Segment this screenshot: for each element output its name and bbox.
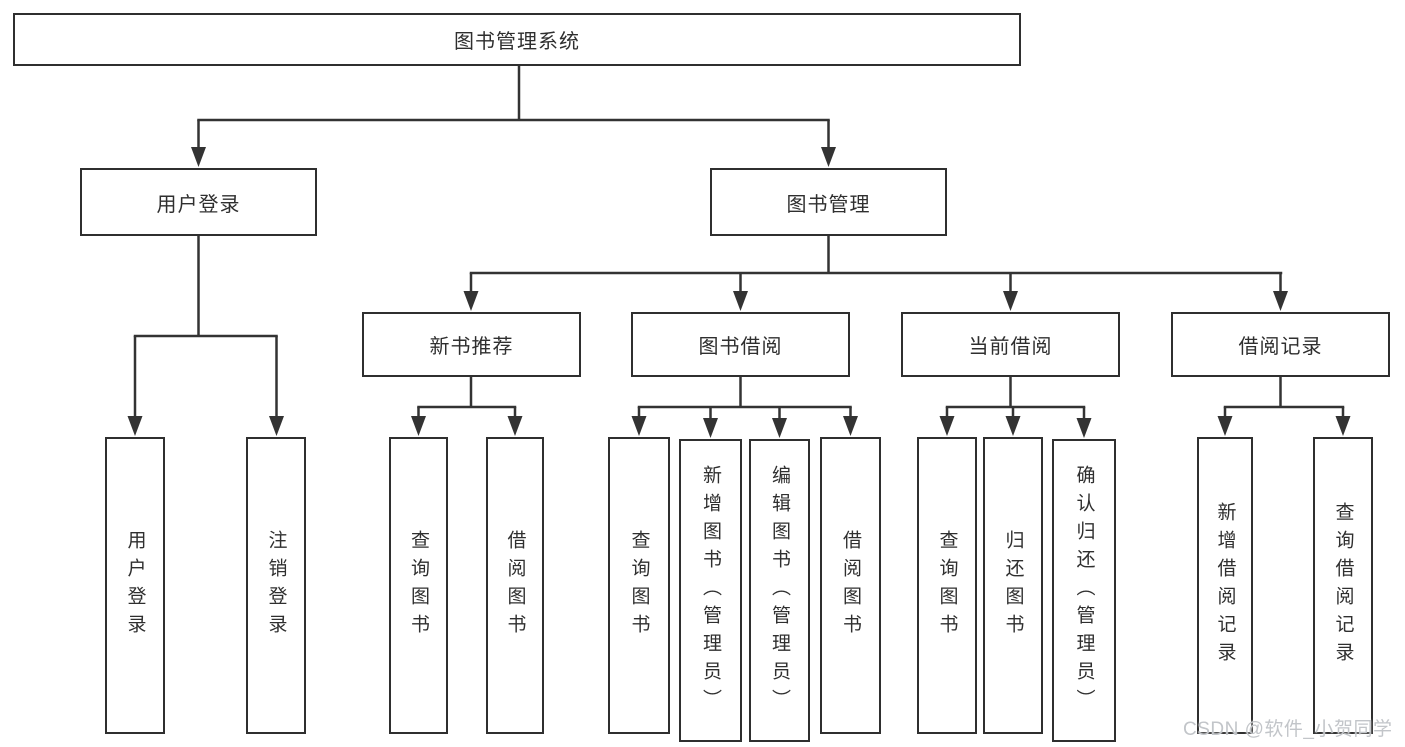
leaf-borrow-books-borrowing: 借阅图书 — [820, 437, 881, 734]
node-current-borrowing: 当前借阅 — [901, 312, 1120, 377]
leaf-edit-book-admin: 编辑图书（管理员） — [749, 439, 810, 742]
node-borrowing-records: 借阅记录 — [1171, 312, 1390, 377]
node-book-borrowing: 图书借阅 — [631, 312, 850, 377]
leaf-borrow-books-recommend: 借阅图书 — [486, 437, 544, 734]
leaf-logout: 注销登录 — [246, 437, 306, 734]
watermark: CSDN @软件_小贺同学 — [1183, 719, 1393, 740]
leaf-add-borrow-record: 新增借阅记录 — [1197, 437, 1253, 734]
node-user-login: 用户登录 — [80, 168, 317, 236]
node-new-book-recommendation: 新书推荐 — [362, 312, 581, 377]
leaf-query-borrow-record: 查询借阅记录 — [1313, 437, 1373, 734]
leaf-query-books-recommend: 查询图书 — [389, 437, 448, 734]
leaf-add-book-admin: 新增图书（管理员） — [679, 439, 742, 742]
leaf-confirm-return-admin: 确认归还（管理员） — [1052, 439, 1116, 742]
leaf-return-books: 归还图书 — [983, 437, 1043, 734]
node-library-management-system: 图书管理系统 — [13, 13, 1021, 66]
leaf-query-books-current: 查询图书 — [917, 437, 977, 734]
node-book-management: 图书管理 — [710, 168, 947, 236]
leaf-user-login: 用户登录 — [105, 437, 165, 734]
leaf-query-books-borrowing: 查询图书 — [608, 437, 670, 734]
